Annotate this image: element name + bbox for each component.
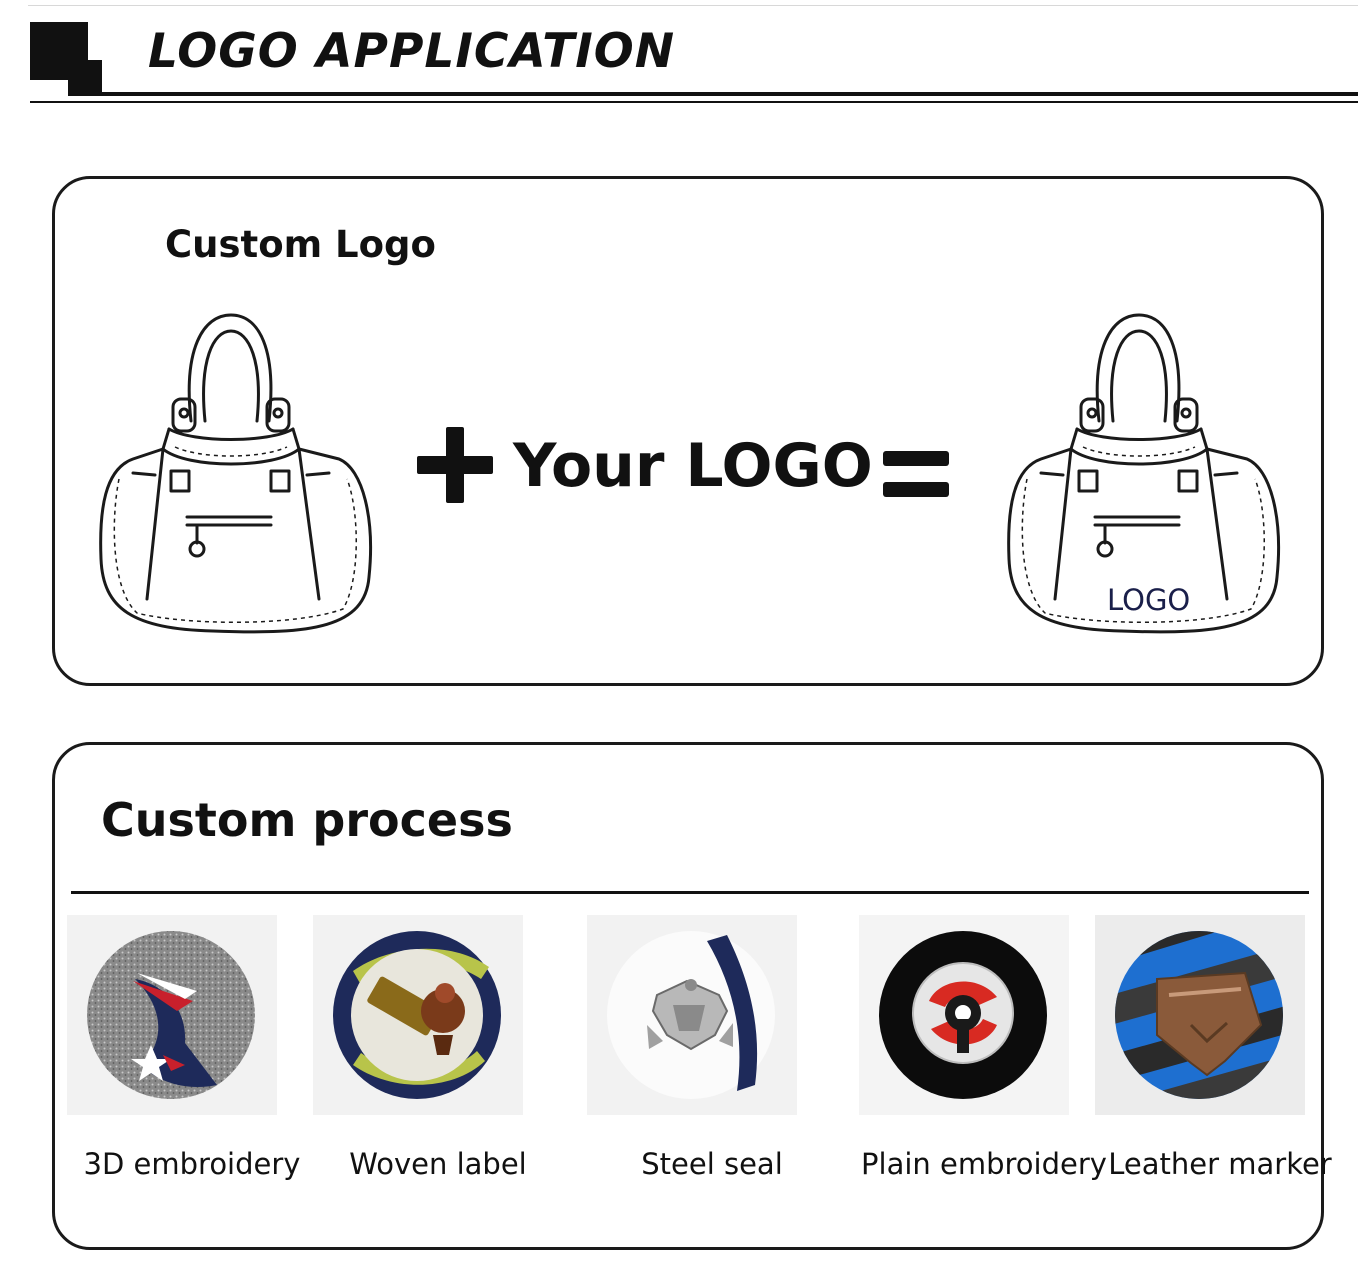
custom-logo-title: Custom Logo (165, 223, 436, 266)
your-logo-text: Your LOGO (513, 431, 873, 501)
handbag-with-logo-icon (1007, 313, 1281, 634)
process-label: 3D embroidery (83, 1147, 301, 1181)
process-item-3d-embroidery: 3D embroidery (67, 915, 317, 1205)
process-label: Woven label (349, 1147, 527, 1181)
woven-label-patch-icon (313, 915, 523, 1115)
custom-process-title: Custom process (101, 793, 513, 847)
page-title: LOGO APPLICATION (148, 24, 676, 79)
plain-embroidery-patch-icon (859, 915, 1069, 1115)
top-divider (28, 5, 1358, 6)
steel-seal-badge-icon (587, 915, 797, 1115)
process-label: Plain embroidery (861, 1147, 1107, 1181)
equals-icon (883, 451, 949, 497)
process-item-leather-marker: Leather marker (1095, 915, 1345, 1205)
plus-icon (417, 427, 493, 503)
custom-process-panel: Custom process 3D embroidery (52, 742, 1332, 1250)
process-item-woven-label: Woven label (313, 915, 563, 1205)
custom-logo-panel: Custom Logo (52, 176, 1324, 686)
page-header: LOGO APPLICATION (0, 0, 1358, 110)
handbag-icon (99, 313, 373, 634)
3d-embroidery-patch-icon (67, 915, 277, 1115)
leather-marker-patch-icon (1095, 915, 1305, 1115)
header-rule-thick (100, 92, 1358, 96)
header-rule-thin (30, 101, 1358, 103)
process-item-steel-seal: Steel seal (587, 915, 837, 1205)
process-label: Leather marker (1108, 1147, 1332, 1181)
process-item-plain-embroidery: Plain embroidery (859, 915, 1109, 1205)
process-label: Steel seal (641, 1147, 783, 1181)
header-block-icon (30, 22, 102, 96)
process-divider (71, 891, 1309, 894)
bag-logo-label: LOGO (1107, 583, 1191, 617)
